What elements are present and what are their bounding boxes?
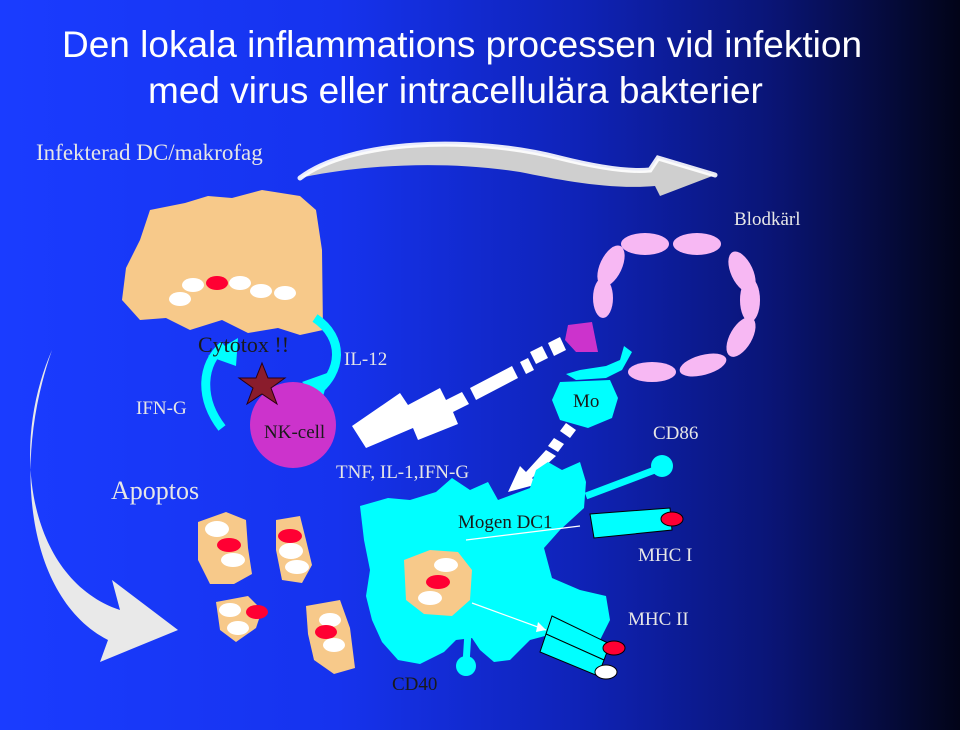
- monocyte: [552, 346, 632, 428]
- label-nk-cell: NK-cell: [264, 422, 325, 444]
- apoptotic-cell: [276, 516, 312, 583]
- curved-arrow-left: [30, 350, 178, 662]
- label-apoptos: Apoptos: [111, 476, 199, 506]
- label-cd40: CD40: [392, 674, 437, 696]
- label-cytokines: TNF, IL-1,IFN-G: [336, 462, 469, 484]
- label-mo: Mo: [573, 391, 599, 413]
- label-cd86: CD86: [653, 423, 698, 445]
- label-infected-cell: Infekterad DC/makrofag: [36, 140, 263, 166]
- apoptotic-cell: [198, 512, 252, 584]
- blood-vessel: [592, 233, 762, 382]
- apoptotic-cell: [216, 596, 268, 642]
- label-cytotox: Cytotox !!: [198, 332, 289, 358]
- monocyte-exit: [565, 322, 598, 352]
- label-blood-vessel: Blodkärl: [734, 209, 801, 231]
- cd86-receptor: [586, 455, 673, 496]
- mhc1-receptor: [590, 508, 683, 538]
- label-il12: IL-12: [344, 349, 387, 371]
- label-mature-dc: Mogen DC1: [458, 512, 552, 534]
- label-ifng: IFN-G: [136, 398, 187, 420]
- label-mhc1: MHC I: [638, 545, 692, 567]
- slide-title-line2: med virus eller intracellulära bakterier: [148, 70, 763, 112]
- infected-cell: [122, 190, 323, 335]
- curved-arrow-top: [300, 144, 715, 196]
- label-mhc2: MHC II: [628, 609, 689, 631]
- apoptotic-cell: [306, 600, 355, 674]
- slide-title-line1: Den lokala inflammations processen vid i…: [62, 24, 862, 66]
